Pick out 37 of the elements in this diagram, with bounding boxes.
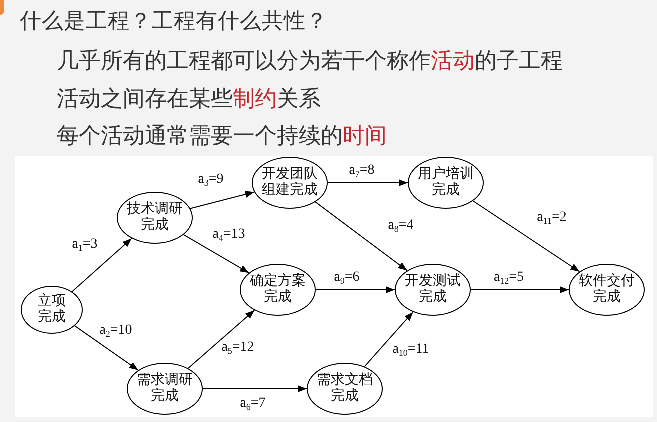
edge-label: a$_{3}$=9	[197, 172, 225, 188]
arrow	[188, 310, 256, 369]
bullet-text: 活动之间存在某些制约关系	[57, 86, 321, 114]
edge-label: a$_{6}$=7	[239, 396, 267, 412]
node-label: 开发测试完成	[404, 274, 462, 306]
arrow	[190, 191, 255, 210]
node-label: 软件交付完成	[578, 274, 636, 306]
edge-label: a$_{10}$=11	[392, 342, 430, 358]
edge-label: a$_{2}$=10	[98, 323, 134, 339]
arrow	[74, 326, 139, 371]
edge-label: a$_{5}$=12	[220, 340, 256, 356]
node-label: 确定方案完成	[250, 274, 306, 306]
arrow	[315, 202, 408, 272]
arrow	[470, 286, 570, 294]
arrow	[316, 286, 396, 294]
arrow	[183, 234, 250, 274]
node-label: 立项完成	[38, 294, 66, 326]
arrow	[364, 312, 414, 368]
arrow	[472, 200, 580, 272]
bullet-text: 每个活动通常需要一个持续的时间	[57, 123, 387, 151]
edge-label: a$_{7}$=8	[348, 163, 376, 179]
slide-title: 什么是工程？工程有什么共性？	[20, 8, 328, 36]
edge-label: a$_{1}$=3	[71, 237, 99, 253]
node-label: 用户培训完成	[418, 167, 474, 199]
node-label: 开发团队组建完成	[262, 167, 318, 199]
edge-label: a$_{11}$=2	[536, 210, 568, 226]
node-label: 需求文档完成	[316, 373, 374, 405]
arrow	[72, 238, 132, 292]
edge-label: a$_{9}$=6	[333, 270, 361, 286]
arrow	[328, 180, 408, 186]
node-label: 需求调研完成	[136, 373, 194, 405]
arrow	[202, 386, 308, 392]
edge-label: a$_{4}$=13	[212, 227, 246, 243]
node-label: 技术调研完成	[126, 202, 184, 234]
edge-label: a$_{12}$=5	[492, 270, 526, 286]
bullet-text: 几乎所有的工程都可以分为若干个称作活动的子工程	[57, 48, 563, 76]
edge-label: a$_{8}$=4	[387, 218, 415, 234]
